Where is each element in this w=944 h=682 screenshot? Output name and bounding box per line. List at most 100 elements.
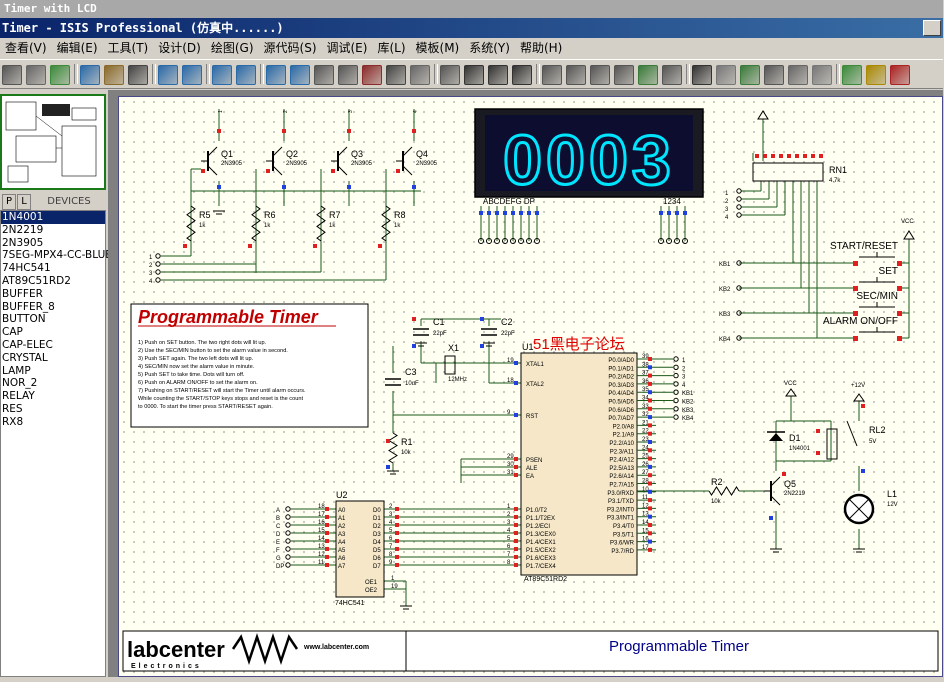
logic-probe xyxy=(648,448,652,453)
toolbar-tool-icon-22[interactable] xyxy=(566,65,586,85)
toolbar-tool-icon-11[interactable] xyxy=(290,65,310,85)
menu-item-10[interactable]: 帮助(H) xyxy=(519,41,563,55)
toolbar-tool-icon-10[interactable] xyxy=(266,65,286,85)
device-list-item[interactable]: 1N4001 xyxy=(1,211,105,224)
toolbar-tool-icon-30[interactable] xyxy=(764,65,784,85)
toolbar-tool-icon-6[interactable] xyxy=(158,65,178,85)
device-list-item[interactable]: BUFFER xyxy=(2,287,43,300)
resistor-value: 10k xyxy=(401,450,412,456)
device-list-item[interactable]: CRYSTAL xyxy=(2,351,48,364)
toolbar-tool-icon-21[interactable] xyxy=(542,65,562,85)
device-list-item[interactable]: 2N3905 xyxy=(2,236,44,249)
menu-item-2[interactable]: 工具(T) xyxy=(107,41,149,55)
toolbar-tool-icon-27[interactable] xyxy=(692,65,712,85)
device-list-item[interactable]: 2N2219 xyxy=(2,223,44,236)
device-list-item[interactable]: NOR_2 xyxy=(2,377,38,390)
toolbar-tool-icon-9[interactable] xyxy=(236,65,256,85)
menu-item-3[interactable]: 设计(D) xyxy=(158,41,201,55)
toolbar-tool-icon-15[interactable] xyxy=(386,65,406,85)
outer-window-title: Timer with LCD xyxy=(0,0,943,18)
mcu-pin-number: 17 xyxy=(642,545,649,551)
logic-probe xyxy=(511,211,515,215)
logic-probe xyxy=(495,211,499,215)
toolbar-tool-icon-29[interactable] xyxy=(740,65,760,85)
menu-item-8[interactable]: 模板(M) xyxy=(415,41,460,55)
menu-item-6[interactable]: 调试(E) xyxy=(326,41,368,55)
toolbar-tool-icon-25[interactable] xyxy=(638,65,658,85)
logic-probe xyxy=(325,563,329,567)
mcu-pin-number: 16 xyxy=(642,537,649,543)
pick-device-button[interactable]: P xyxy=(2,194,16,210)
menu-item-7[interactable]: 库(L) xyxy=(377,41,406,55)
toolbar-tool-icon-8[interactable] xyxy=(212,65,232,85)
window-title-bar[interactable]: Timer - ISIS Professional (仿真中......) xyxy=(0,18,943,38)
u2-ref: U2 xyxy=(336,490,348,500)
logic-probe xyxy=(782,472,786,476)
device-list-item[interactable]: RELAY xyxy=(2,390,35,403)
terminal xyxy=(518,238,524,244)
rn1-ref: RN1 xyxy=(829,165,847,175)
toolbar-tool-icon-26[interactable] xyxy=(662,65,682,85)
device-list-item[interactable]: RES xyxy=(2,402,23,415)
toolbar-tool-icon-34[interactable] xyxy=(866,65,886,85)
toolbar-tool-icon-17[interactable] xyxy=(440,65,460,85)
device-list-item[interactable]: LAMP xyxy=(2,364,31,377)
mcu-pin-number: 21 xyxy=(642,420,649,426)
menu-item-9[interactable]: 系统(Y) xyxy=(469,41,510,55)
microcontroller-u1[interactable]: U1 51黑电子论坛 AT89C51RD2 XTAL119XTAL218RST9… xyxy=(507,336,694,583)
toolbar-tool-icon-19[interactable] xyxy=(488,65,508,85)
toolbar-tool-icon-33[interactable] xyxy=(842,65,862,85)
mcu-pin-number: 15 xyxy=(642,528,649,534)
toolbar-tool-icon-24[interactable] xyxy=(614,65,634,85)
toolbar-tool-icon-13[interactable] xyxy=(338,65,358,85)
net-label: 3 xyxy=(725,207,729,213)
toolbar-tool-icon-1[interactable] xyxy=(26,65,46,85)
toolbar-tool-icon-23[interactable] xyxy=(590,65,610,85)
u2-pin-number: 1 xyxy=(391,576,395,582)
device-list-item[interactable]: RX8 xyxy=(2,415,24,428)
toolbar-tool-icon-18[interactable] xyxy=(464,65,484,85)
device-list-item[interactable]: AT89C51RD2 xyxy=(2,274,71,287)
logic-probe xyxy=(325,515,329,519)
toolbar-tool-icon-2[interactable] xyxy=(50,65,70,85)
toolbar-tool-icon-32[interactable] xyxy=(812,65,832,85)
toolbar-tool-icon-31[interactable] xyxy=(788,65,808,85)
toolbar-tool-icon-28[interactable] xyxy=(716,65,736,85)
device-list-item[interactable]: BUFFER_8 xyxy=(2,300,55,313)
terminal xyxy=(155,269,161,275)
menu-item-1[interactable]: 编辑(E) xyxy=(56,41,98,55)
buffer-u2[interactable]: U2 74HC541 A018D02AA117D13BA216D24CA315D… xyxy=(276,490,399,607)
toolbar-tool-icon-16[interactable] xyxy=(410,65,430,85)
device-list-item[interactable]: BUTTON xyxy=(2,313,46,326)
toolbar-tool-icon-0[interactable] xyxy=(2,65,22,85)
device-list-item[interactable]: CAP xyxy=(2,326,23,339)
toolbar-tool-icon-12[interactable] xyxy=(314,65,334,85)
toolbar-tool-icon-4[interactable] xyxy=(104,65,124,85)
device-list-item[interactable]: 74HC541 xyxy=(2,262,51,275)
device-list-item[interactable]: CAP-ELEC xyxy=(2,338,53,351)
net-label: B xyxy=(276,516,280,522)
toolbar-tool-icon-3[interactable] xyxy=(80,65,100,85)
capacitor-ref: C2 xyxy=(501,317,513,327)
overview-preview[interactable] xyxy=(0,94,106,190)
net-label: DP xyxy=(276,564,284,570)
window-control-button[interactable] xyxy=(923,20,941,36)
toolbar-tool-icon-7[interactable] xyxy=(182,65,202,85)
transistor-emitter xyxy=(770,495,781,506)
toolbar-tool-icon-5[interactable] xyxy=(128,65,148,85)
device-list-item[interactable]: 7SEG-MPX4-CC-BLUE xyxy=(2,249,112,262)
mcu-pin-number: 24 xyxy=(642,445,649,451)
menu-item-5[interactable]: 源代码(S) xyxy=(263,41,317,55)
transistor-part: 2N2219 xyxy=(784,491,806,497)
toolbar-tool-icon-14[interactable] xyxy=(362,65,382,85)
resistor-network-body xyxy=(752,162,824,182)
menu-item-4[interactable]: 绘图(G) xyxy=(210,41,254,55)
library-button[interactable]: L xyxy=(17,194,31,210)
toolbar-tool-icon-20[interactable] xyxy=(512,65,532,85)
seven-segment-display[interactable]: 0003 ABCDEFG DP 1234 xyxy=(474,108,704,206)
u2-pin-number: 9 xyxy=(389,560,393,566)
menu-item-0[interactable]: 查看(V) xyxy=(5,41,47,55)
toolbar-tool-icon-35[interactable] xyxy=(890,65,910,85)
